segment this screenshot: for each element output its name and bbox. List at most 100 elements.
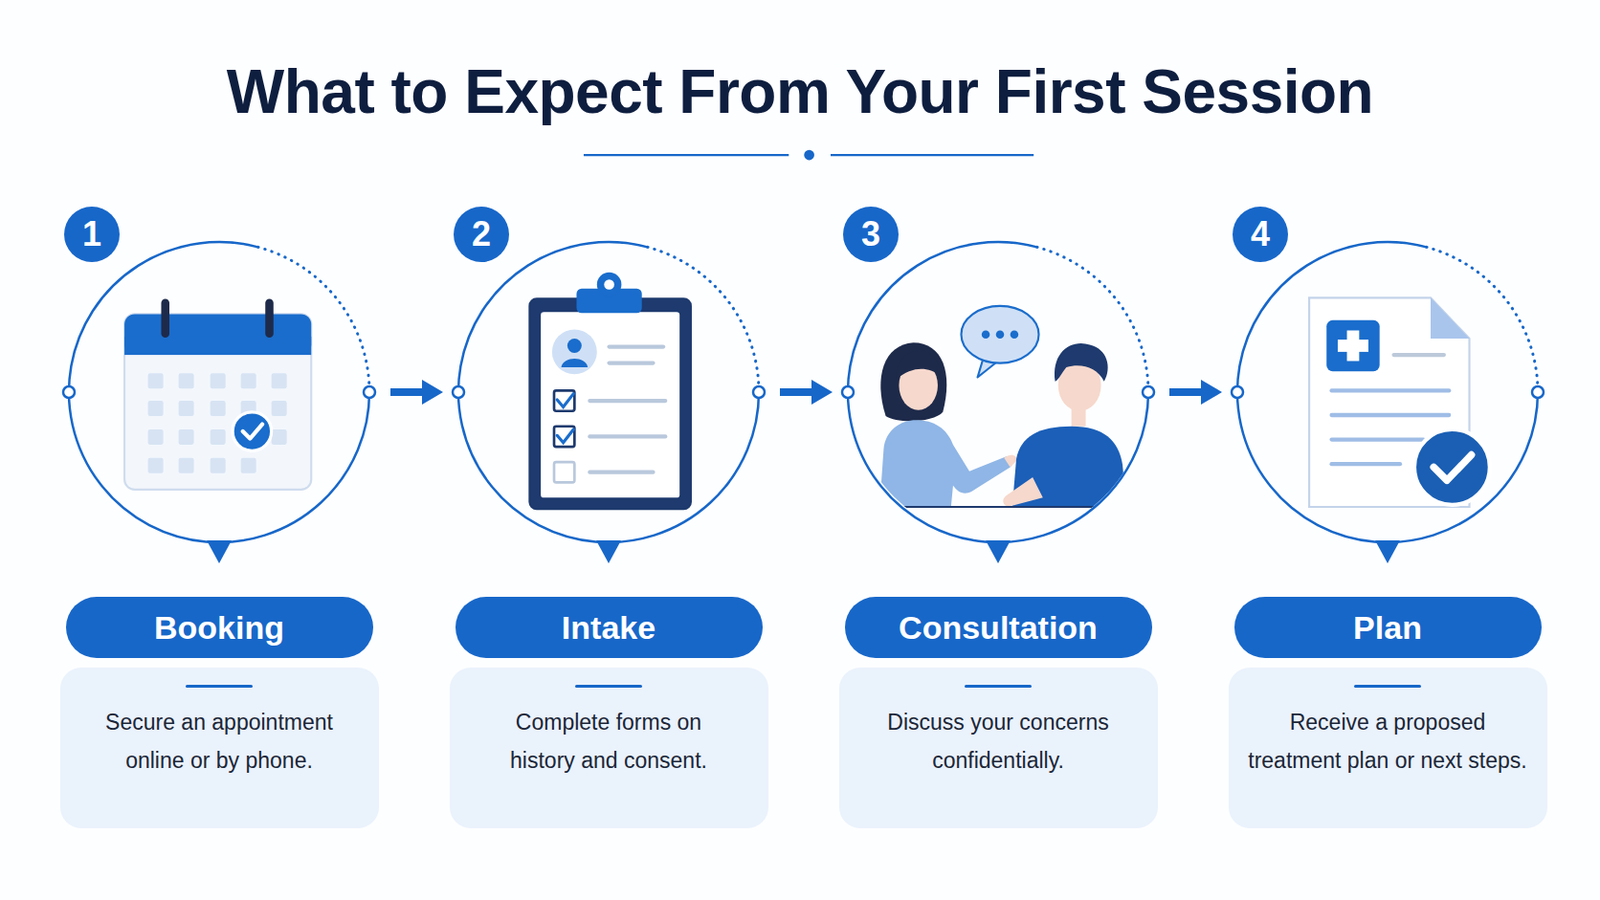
step-badge: 2: [453, 206, 510, 263]
calendar-header: [124, 336, 312, 356]
woman-hair: [880, 342, 947, 422]
step-card: ConsultationDiscuss your concerns confid…: [839, 667, 1158, 829]
circle-port: [842, 386, 854, 399]
calendar-day: [241, 373, 257, 389]
step-description: Complete forms on history and consent.: [488, 703, 729, 780]
woman-hand: [1003, 455, 1017, 468]
step-description: Discuss your concerns confidentially.: [868, 703, 1128, 780]
clipboard-paper: [540, 311, 680, 498]
calendar-day: [178, 429, 195, 445]
calendar-day: [148, 400, 164, 417]
step-label-pill: Consultation: [844, 597, 1153, 659]
checkbox: [554, 426, 575, 447]
illustration-group: [124, 150, 1490, 511]
circle-arc: [68, 242, 370, 543]
circle-dotted-arc: [258, 246, 370, 393]
man-hair: [1054, 343, 1109, 382]
step-number: 4: [1250, 217, 1270, 252]
calendar-day: [178, 373, 195, 389]
clipboard-hole: [603, 279, 615, 290]
step-circle: 3: [847, 242, 1149, 543]
table-line: [886, 506, 1115, 509]
calendar-day: [210, 373, 226, 389]
woman-hair: [895, 351, 940, 380]
step-label-pill: Booking: [66, 597, 374, 659]
step-description: Receive a proposed treatment plan or nex…: [1244, 703, 1532, 780]
step-number: 3: [861, 217, 881, 252]
circle-outline: [847, 242, 1149, 543]
calendar-header: [124, 313, 312, 356]
step-number: 1: [82, 217, 102, 252]
accent-line: [185, 685, 253, 689]
step-label-pill: Plan: [1234, 597, 1542, 659]
step-card: IntakeComplete forms on history and cons…: [449, 667, 769, 829]
form-line: [609, 360, 654, 365]
divider-dot: [803, 150, 815, 161]
calendar-ring: [160, 303, 170, 334]
step-circle: 2: [458, 242, 759, 543]
calendar-body: [124, 313, 312, 489]
calendar-day: [241, 458, 257, 474]
check-badge: [232, 412, 272, 452]
circle-outline: [1237, 242, 1538, 543]
step-badge: 4: [1232, 206, 1289, 263]
circle-port: [1532, 386, 1544, 399]
circle-port: [63, 386, 75, 399]
check-mark: [1433, 455, 1471, 482]
circle-arc: [458, 242, 759, 543]
calendar-day: [148, 458, 164, 474]
clipboard-icon: [528, 272, 692, 511]
calendar-day: [210, 400, 226, 417]
check-mark: [556, 394, 574, 408]
calendar-day: [271, 400, 288, 417]
pointer-triangle: [1375, 540, 1400, 564]
step-title: Intake: [561, 611, 656, 645]
circle-dotted-arc: [647, 246, 759, 393]
check-mark: [556, 429, 574, 444]
calendar-day: [178, 400, 195, 417]
form-line: [589, 470, 653, 475]
avatar-head: [567, 338, 582, 354]
calendar-day: [178, 458, 195, 474]
pointer-triangle: [206, 540, 232, 564]
calendar-day: [271, 429, 288, 445]
circle-arc: [1237, 242, 1538, 543]
document-line: [1332, 413, 1450, 418]
clipboard-clip: [597, 272, 623, 298]
calendar-day: [210, 429, 226, 445]
check-badge: [1414, 429, 1490, 506]
accent-line: [964, 685, 1032, 689]
circle-port: [452, 386, 465, 399]
circle-port: [363, 386, 376, 399]
medical-cross-box: [1326, 320, 1379, 372]
calendar-icon: [124, 303, 312, 490]
circle-dotted-arc: [1426, 246, 1538, 393]
speech-bubble: [960, 306, 1039, 364]
step-label-pill: Intake: [455, 597, 763, 659]
man-hand: [1002, 477, 1044, 507]
checkbox: [554, 390, 575, 411]
step-number: 2: [471, 217, 491, 252]
checkbox: [554, 462, 575, 483]
form-line: [609, 344, 665, 349]
speech-dot: [996, 330, 1005, 339]
document-line: [1394, 353, 1445, 357]
document-line: [1332, 437, 1424, 442]
flow-arrow: [779, 388, 820, 397]
diagram-title: What to Expect From Your First Session: [0, 49, 1600, 134]
avatar-circle: [552, 329, 598, 375]
divider-line: [830, 154, 1034, 156]
step-badge: 1: [64, 206, 120, 263]
conversation-illustration: [879, 306, 1127, 508]
calendar-day: [271, 373, 288, 389]
flow-arrow: [1169, 388, 1209, 397]
form-line: [589, 399, 666, 403]
circle-arc: [847, 242, 1149, 543]
woman-body: [879, 420, 1014, 508]
calendar-day: [210, 458, 226, 474]
document-line: [1332, 462, 1400, 467]
document-fold: [1430, 297, 1470, 339]
calendar-day: [148, 373, 164, 389]
document-line: [1332, 388, 1450, 393]
